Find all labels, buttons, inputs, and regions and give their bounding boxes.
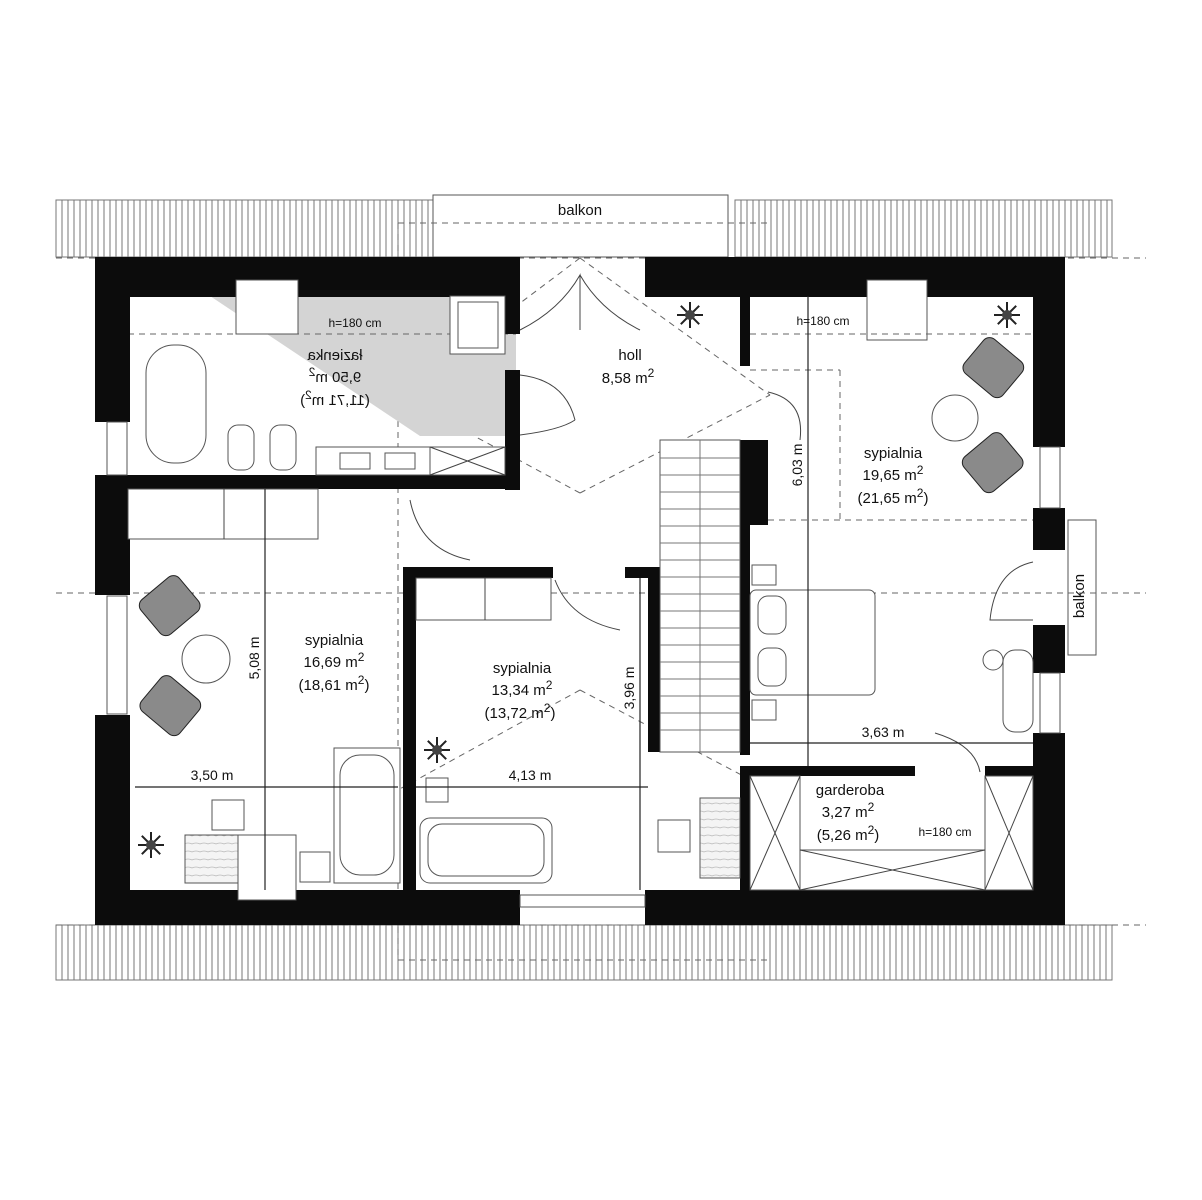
armchair <box>139 675 202 737</box>
left-bedroom-furniture <box>127 488 401 901</box>
dim-right-height: 6,03 m <box>789 444 805 487</box>
staircase <box>659 439 741 753</box>
windows <box>106 421 1061 908</box>
plant-icon <box>138 832 164 858</box>
balcony-top <box>432 194 729 258</box>
plant-icon <box>424 737 450 763</box>
bedroom-right-area-total: (21,65 m2) <box>858 486 929 507</box>
wardrobe-area: 3,27 m2 <box>822 800 875 821</box>
right-bedroom-furniture <box>749 279 1034 733</box>
wardrobe-area-total: (5,26 m2) <box>817 823 880 844</box>
bedroom-middle-area-total: (13,72 m2) <box>485 701 556 722</box>
bedroom-left-name: sypialnia <box>305 632 364 649</box>
roof-slat-frame <box>769 924 1113 981</box>
roof-slat-frame <box>55 924 399 981</box>
armchair <box>961 432 1024 494</box>
middle-bedroom-furniture <box>415 577 741 884</box>
wardrobe-headroom: h=180 cm <box>918 825 971 839</box>
hall-name: holl <box>618 347 641 364</box>
balcony-right-label: balkon <box>1071 574 1088 618</box>
bathroom-name-group: łazienka 9,50 m2 (11,71 m2) <box>300 347 370 409</box>
dim-right-width: 3,63 m <box>862 724 905 740</box>
plant-icons <box>138 302 1020 858</box>
bedroom-middle-area: 13,34 m2 <box>492 678 553 699</box>
roof-top-slats <box>55 199 1113 258</box>
plant-icon <box>677 302 703 328</box>
bathroom-headroom-text: h=180 cm <box>328 316 381 330</box>
dimension-lines <box>135 296 1033 890</box>
bedroom-middle-name: sypialnia <box>493 660 552 677</box>
dim-left-height: 5,08 m <box>246 637 262 680</box>
hall-area: 8,58 m2 <box>602 366 655 387</box>
bedroom-right-area: 19,65 m2 <box>863 463 924 484</box>
armchair <box>962 337 1025 399</box>
bathroom-area: 9,50 m2 <box>308 365 361 386</box>
dim-left-width: 3,50 m <box>191 767 234 783</box>
doors <box>409 273 1034 773</box>
bedroom-right-headroom: h=180 cm <box>796 314 849 328</box>
bedroom-left-area: 16,69 m2 <box>304 650 365 671</box>
balcony-top-label: balkon <box>558 202 602 219</box>
walls <box>95 257 1065 925</box>
bathroom-area-total: (11,71 m2) <box>300 388 370 409</box>
roof-slat-frame <box>55 199 434 258</box>
bedroom-left-area-total: (18,61 m2) <box>299 673 370 694</box>
bathroom-fixtures <box>145 279 506 476</box>
wardrobe-name: garderoba <box>816 782 885 799</box>
bedroom-right-name: sypialnia <box>864 445 923 462</box>
wardrobe-fixtures <box>749 775 1034 891</box>
bathroom-name: łazienka <box>307 347 363 364</box>
roof-slat-frame <box>734 199 1113 258</box>
plant-icon <box>994 302 1020 328</box>
balcony-right <box>1067 519 1097 656</box>
dim-middle-width: 4,13 m <box>509 767 552 783</box>
armchair <box>138 575 201 637</box>
roof-bottom-slats <box>55 924 1113 981</box>
dim-middle-height: 3,96 m <box>621 667 637 710</box>
